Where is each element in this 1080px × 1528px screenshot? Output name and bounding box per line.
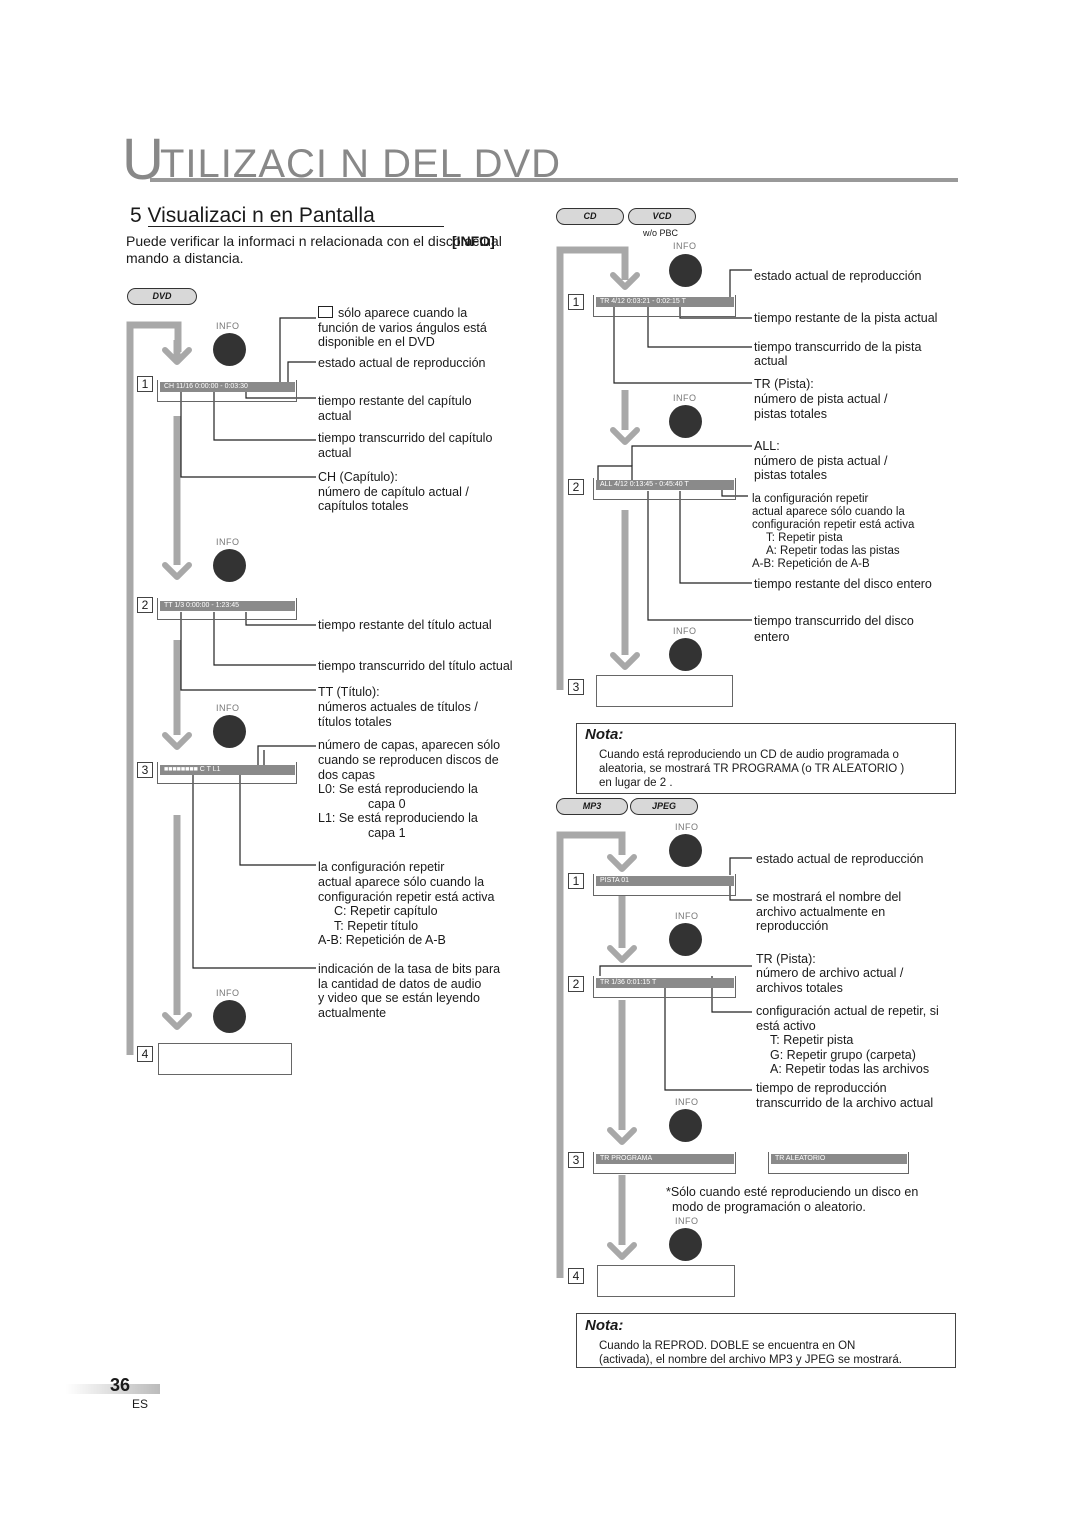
mp3-screen-1: PISTA 01 [596, 876, 734, 886]
cd-screen-1: TR 4/12 0:03:21 - 0:02:15 T [596, 297, 734, 307]
mp3-screen-4 [597, 1265, 735, 1297]
cd-pill: CD [556, 208, 624, 225]
dvd-screen-frame-2 [157, 598, 297, 620]
dvd-state-label: estado actual de reproducción [318, 356, 486, 370]
dvd-remain-tt-label: tiempo restante del título actual [318, 618, 492, 632]
cd-state-label: estado actual de reproducción [754, 269, 922, 283]
mp3-screen-frame-2 [593, 976, 736, 998]
cd-info-button-2[interactable] [669, 405, 702, 438]
mp3-screen-frame-3a [593, 1152, 736, 1174]
dvd-elapsed-tt-label: tiempo transcurrido del título actual [318, 659, 513, 673]
dvd-screen-frame-1 [157, 380, 297, 402]
mp3-screen-3b: TR ALEATORIO [771, 1154, 907, 1164]
cd-remain-disc-label: tiempo restante del disco entero [754, 577, 932, 591]
dvd-step-2: 2 [137, 597, 153, 613]
dvd-info-button-3[interactable] [213, 715, 246, 748]
nota-box-1: Nota: Cuando está reproduciendo un CD de… [576, 723, 956, 794]
vcd-pill: VCD [628, 208, 696, 225]
mp3-info-label-2: INFO [675, 911, 699, 921]
mp3-screen-frame-3b [768, 1152, 909, 1174]
dvd-info-label-2: INFO [216, 537, 240, 547]
dvd-screen-2: TT 1/3 0:00:00 - 1:23:45 [160, 601, 295, 611]
mp3-step-3: 3 [568, 1152, 584, 1168]
page-number-bar [66, 1384, 160, 1394]
cd-info-button-1[interactable] [669, 254, 702, 287]
section-underline [148, 226, 444, 227]
mp3-info-button-3[interactable] [669, 1109, 702, 1142]
dvd-info-button-4[interactable] [213, 1000, 246, 1033]
jpeg-pill: JPEG [630, 798, 698, 815]
cd-step-3: 3 [568, 679, 584, 695]
dvd-step-1: 1 [137, 376, 153, 392]
dvd-step-3: 3 [137, 762, 153, 778]
mp3-footnote-2: modo de programación o aleatorio. [672, 1200, 866, 1214]
cd-screen-frame-1 [593, 295, 736, 317]
mp3-step-1: 1 [568, 873, 584, 889]
mp3-state-label: estado actual de reproducción [756, 852, 924, 866]
title-rule [150, 178, 958, 182]
cd-info-label-1: INFO [673, 241, 697, 251]
mp3-info-label-4: INFO [675, 1216, 699, 1226]
cd-step-1: 1 [568, 294, 584, 310]
mp3-info-button-1[interactable] [669, 834, 702, 867]
mp3-step-4: 4 [568, 1268, 584, 1284]
cd-info-label-2: INFO [673, 393, 697, 403]
cd-screen-2: ALL 4/12 0:13:45 - 0:45:40 T [596, 480, 734, 490]
mp3-pill: MP3 [556, 798, 628, 815]
mp3-step-2: 2 [568, 976, 584, 992]
dvd-info-label-3: INFO [216, 703, 240, 713]
cd-info-button-3[interactable] [669, 638, 702, 671]
dvd-screen-3: ⁠■■■■■■■■ C T L1 [160, 765, 295, 775]
dvd-info-label-1: INFO [216, 321, 240, 331]
dvd-info-button-2[interactable] [213, 549, 246, 582]
dvd-pill: DVD [127, 288, 197, 305]
mp3-footnote-1: *Sólo cuando esté reproduciendo un disco… [666, 1185, 919, 1199]
mp3-screen-frame-1 [593, 874, 736, 896]
cd-step-2: 2 [568, 479, 584, 495]
cd-screen-frame-2 [593, 478, 736, 500]
dvd-info-label-4: INFO [216, 988, 240, 998]
dvd-info-button-1[interactable] [213, 333, 246, 366]
nota-title-1: Nota: [585, 726, 624, 743]
dvd-step-4: 4 [137, 1046, 153, 1062]
mp3-info-label-3: INFO [675, 1097, 699, 1107]
vcd-sub: w/o PBC [643, 228, 679, 238]
mp3-info-button-4[interactable] [669, 1228, 702, 1261]
nota-title-2: Nota: [585, 1317, 624, 1334]
section-title: 5 Visualizaci n en Pantalla [130, 204, 375, 227]
intro-line-2: mando a distancia. [126, 250, 244, 266]
nota-box-2: Nota: Cuando la REPROD. DOBLE se encuent… [576, 1313, 956, 1368]
angle-icon [318, 306, 333, 318]
page-number: 36 [110, 1375, 131, 1395]
dvd-screen-1: CH 11/16 0:00:00 - 0:03:30 [160, 382, 295, 392]
mp3-screen-3a: TR PROGRAMA [596, 1154, 734, 1164]
mp3-screen-2: TR 1/36 0:01:15 T [596, 978, 734, 988]
intro-button: [INFO] [452, 233, 495, 249]
dvd-screen-frame-3 [157, 762, 297, 784]
cd-info-label-3: INFO [673, 626, 697, 636]
cd-remain-tr-label: tiempo restante de la pista actual [754, 311, 938, 325]
cd-screen-3 [596, 675, 733, 707]
mp3-info-button-2[interactable] [669, 923, 702, 956]
dvd-screen-4 [158, 1043, 292, 1075]
intro-line-1: Puede verificar la informaci n relaciona… [126, 233, 502, 249]
language-code: ES [132, 1397, 149, 1411]
mp3-info-label-1: INFO [675, 822, 699, 832]
